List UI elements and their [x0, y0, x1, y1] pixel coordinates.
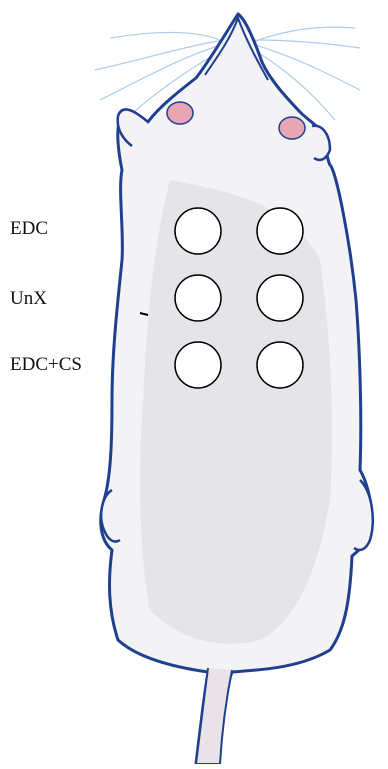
label-edc: EDC: [10, 219, 48, 238]
site-edccs-left: [175, 342, 221, 388]
site-unx-right: [257, 275, 303, 321]
label-edc-cs: EDC+CS: [10, 355, 82, 374]
label-unx: UnX: [10, 289, 47, 308]
site-unx-left: [175, 275, 221, 321]
site-edc-left: [175, 208, 221, 254]
site-edccs-right: [257, 342, 303, 388]
left-ear: [167, 102, 193, 124]
tail: [196, 668, 232, 764]
body-shading: [140, 180, 332, 644]
right-foreleg: [312, 126, 330, 160]
site-edc-right: [257, 208, 303, 254]
right-ear: [279, 117, 305, 139]
